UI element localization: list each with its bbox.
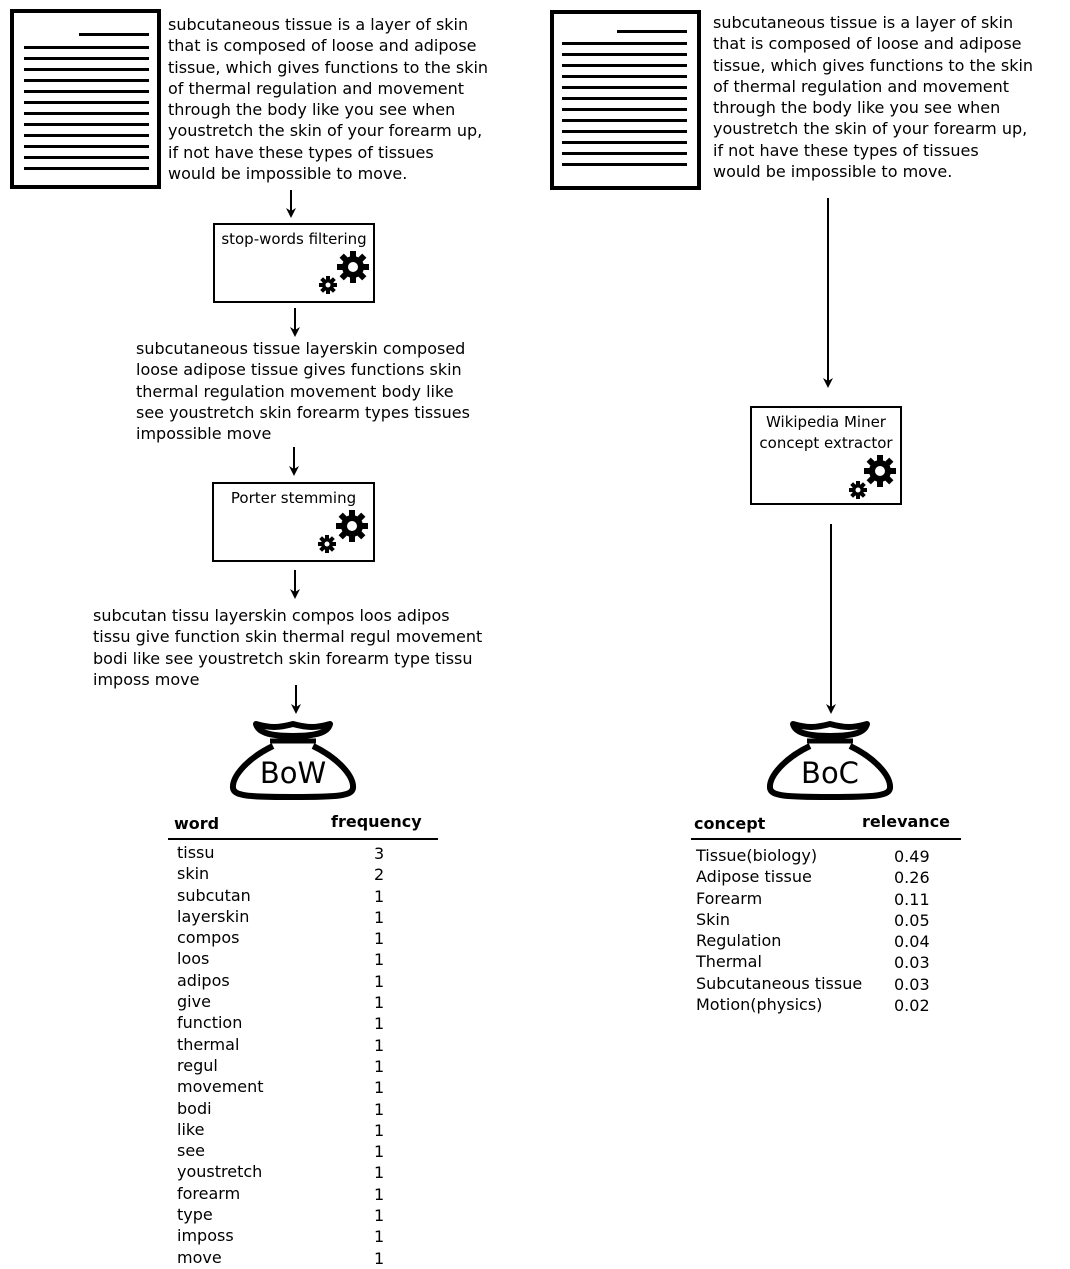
table-cell-relevance: 0.26 <box>894 868 930 888</box>
table-cell-relevance: 0.49 <box>894 847 930 866</box>
table-cell-word: loos <box>177 949 210 969</box>
porter-stemming-label: Porter stemming <box>230 489 357 507</box>
relevance-column: 0.49 0.26 0.11 0.05 0.04 0.03 0.03 0.02 <box>894 846 930 1016</box>
table-cell-concept: Thermal <box>696 952 762 972</box>
left-input-text: subcutaneous tissue is a layer of skin t… <box>168 15 489 184</box>
table-cell-frequency: 1 <box>374 1227 385 1247</box>
bow-label: BoW <box>259 756 327 790</box>
stopwords-filter-label: stop-words filtering <box>221 230 367 248</box>
table-cell-word: type <box>177 1205 213 1225</box>
table-cell-frequency: 1 <box>374 1014 385 1034</box>
porter-stemming-box: Porter stemming <box>212 482 375 562</box>
table-cell-word: imposs <box>177 1226 234 1246</box>
table-cell-word: subcutan <box>177 885 251 905</box>
boc-table-rule <box>691 838 961 840</box>
table-cell-frequency: 1 <box>374 993 385 1013</box>
gears-icon <box>318 510 368 553</box>
table-cell-concept: Tissue(biology) <box>696 846 818 865</box>
table-cell-relevance: 0.11 <box>894 889 930 909</box>
table-cell-word: function <box>177 1013 243 1033</box>
table-cell-word: see <box>177 1141 206 1161</box>
table-cell-frequency: 1 <box>374 1206 385 1226</box>
table-cell-concept: Regulation <box>696 931 782 951</box>
table-cell-frequency: 1 <box>374 1142 385 1162</box>
document-icon <box>550 10 701 190</box>
table-cell-concept: Motion(physics) <box>696 995 823 1015</box>
table-cell-relevance: 0.03 <box>894 974 930 994</box>
table-cell-frequency: 1 <box>374 907 385 927</box>
table-cell-relevance: 0.02 <box>894 996 930 1016</box>
table-cell-word: like <box>177 1119 205 1139</box>
filtered-text: subcutaneous tissue layerskin composed l… <box>136 339 470 444</box>
bow-table-rule <box>168 838 438 840</box>
table-cell-word: move <box>177 1247 222 1267</box>
table-cell-concept: Forearm <box>696 888 763 908</box>
frequency-column: 3 2 1 1 1 1 1 1 1 1 1 1 1 1 1 1 1 1 1 1 <box>374 843 384 1269</box>
table-cell-word: thermal <box>177 1034 240 1054</box>
gears-icon <box>849 455 896 499</box>
table-cell-frequency: 1 <box>374 1056 385 1076</box>
gears-icon <box>319 251 369 294</box>
word-column-header: word <box>174 814 220 833</box>
table-cell-word: adipos <box>177 970 230 990</box>
right-input-text: subcutaneous tissue is a layer of skin t… <box>713 13 1034 182</box>
table-cell-frequency: 1 <box>374 1099 385 1119</box>
table-cell-frequency: 2 <box>374 865 385 885</box>
table-cell-frequency: 1 <box>374 1184 385 1204</box>
stopwords-filter-box: stop-words filtering <box>213 223 375 303</box>
table-cell-relevance: 0.05 <box>894 910 930 930</box>
table-cell-word: layerskin <box>177 906 250 926</box>
table-cell-relevance: 0.03 <box>894 953 930 973</box>
relevance-column-header: relevance <box>862 812 951 831</box>
frequency-column-header: frequency <box>331 812 422 831</box>
concept-column: Tissue(biology) Adipose tissue Forearm S… <box>696 845 862 1015</box>
table-cell-frequency: 1 <box>374 1078 385 1098</box>
table-cell-frequency: 1 <box>374 950 385 970</box>
table-cell-word: skin <box>177 864 210 884</box>
table-cell-word: forearm <box>177 1183 241 1203</box>
table-cell-word: movement <box>177 1077 264 1097</box>
table-cell-word: give <box>177 992 211 1012</box>
table-cell-frequency: 1 <box>374 886 385 906</box>
table-cell-word: tissu <box>177 843 215 862</box>
word-column: tissu skin subcutan layerskin compos loo… <box>177 842 264 1268</box>
table-cell-relevance: 0.04 <box>894 932 930 952</box>
money-bag-icon <box>767 721 893 800</box>
table-cell-frequency: 1 <box>374 971 385 991</box>
document-icon <box>10 9 161 189</box>
money-bag-icon <box>230 721 356 800</box>
table-cell-concept: Subcutaneous tissue <box>696 973 863 993</box>
stemmed-text: subcutan tissu layerskin compos loos adi… <box>93 606 483 689</box>
table-cell-frequency: 1 <box>374 1248 385 1268</box>
table-cell-word: compos <box>177 928 240 948</box>
table-cell-frequency: 1 <box>374 1163 385 1183</box>
wikipedia-miner-box: Wikipedia Miner concept extractor <box>750 406 902 505</box>
table-cell-word: regul <box>177 1055 218 1075</box>
table-cell-frequency: 3 <box>374 844 385 863</box>
table-cell-frequency: 1 <box>374 1120 385 1140</box>
boc-label: BoC <box>801 756 859 790</box>
table-cell-frequency: 1 <box>374 929 385 949</box>
table-cell-frequency: 1 <box>374 1035 385 1055</box>
concept-column-header: concept <box>694 814 766 833</box>
table-cell-concept: Skin <box>696 909 731 929</box>
wikipedia-miner-label: Wikipedia Miner concept extractor <box>759 413 893 452</box>
table-cell-word: youstretch <box>177 1162 263 1182</box>
table-cell-word: bodi <box>177 1098 212 1118</box>
table-cell-concept: Adipose tissue <box>696 867 812 887</box>
